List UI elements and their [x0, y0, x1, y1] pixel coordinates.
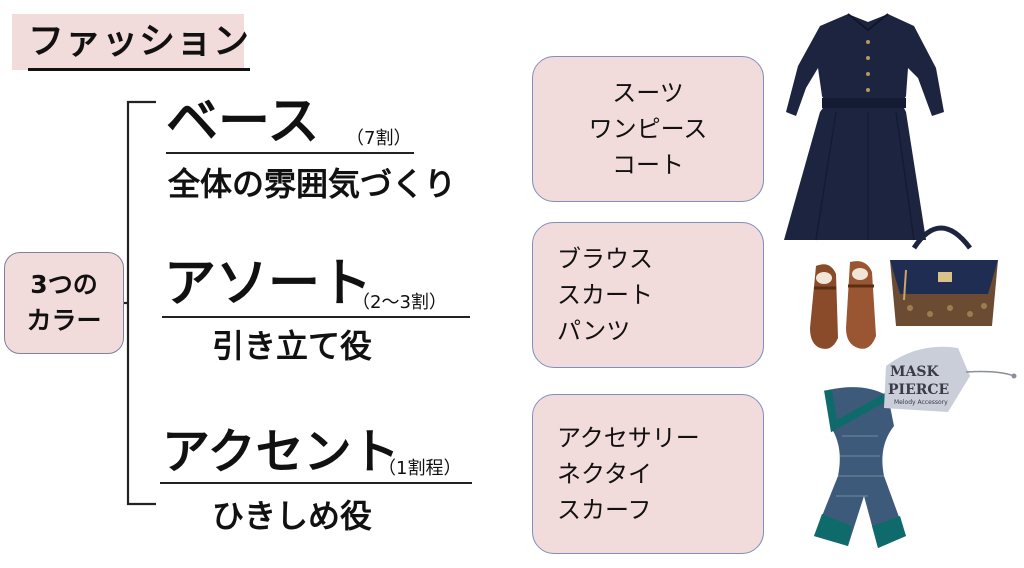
category-role-accent: ひきしめ役 — [212, 497, 373, 535]
item-one-piece: ワンピース — [588, 115, 708, 143]
category-role-base: 全体の雰囲気づくり — [168, 165, 457, 203]
mask-pierce-line3: Melody Accessory — [894, 399, 948, 406]
items-box-assort: ブラウス スカート パンツ — [532, 222, 764, 368]
title-box — [12, 14, 244, 70]
category-name-assort: アソート — [164, 254, 373, 314]
category-ratio-base: （7割） — [346, 128, 412, 149]
item-pants: パンツ — [557, 317, 631, 345]
items-box-accent: アクセサリー ネクタイ スカーフ — [532, 394, 764, 554]
mask-pierce-photo: MASK PIERCE Melody Accessory — [884, 346, 1017, 412]
item-scarf: スカーフ — [557, 496, 652, 524]
mask-pierce-line2: PIERCE — [888, 382, 949, 398]
category-underline-accent — [160, 482, 472, 484]
root-label-line2: カラー — [26, 306, 102, 335]
category-underline-base — [166, 152, 414, 154]
category-name-base: ベース — [166, 92, 320, 152]
items-box-base: スーツ ワンピース コート — [532, 56, 764, 202]
category-name-accent: アクセント — [162, 424, 400, 480]
mask-pierce-line1: MASK — [890, 364, 939, 380]
navy-dress-photo — [784, 13, 944, 241]
item-suit: スーツ — [612, 79, 684, 107]
root-node: 3つの カラー — [4, 252, 124, 354]
page-title: ファッション — [28, 16, 251, 71]
item-necktie: ネクタイ — [557, 460, 653, 488]
category-ratio-assort: （2～3割） — [352, 292, 447, 313]
category-ratio-accent: （1割程） — [378, 458, 462, 479]
item-skirt: スカート — [557, 281, 653, 309]
loafers-photo — [810, 261, 876, 349]
item-accessory: アクセサリー — [557, 424, 700, 452]
item-coat: コート — [612, 151, 684, 179]
root-label-line1: 3つの — [30, 270, 98, 299]
category-role-assort: 引き立て役 — [212, 327, 373, 365]
category-underline-assort — [162, 316, 470, 318]
item-blouse: ブラウス — [557, 245, 653, 273]
handbag-photo — [890, 225, 998, 326]
scarf-photo — [814, 387, 906, 548]
